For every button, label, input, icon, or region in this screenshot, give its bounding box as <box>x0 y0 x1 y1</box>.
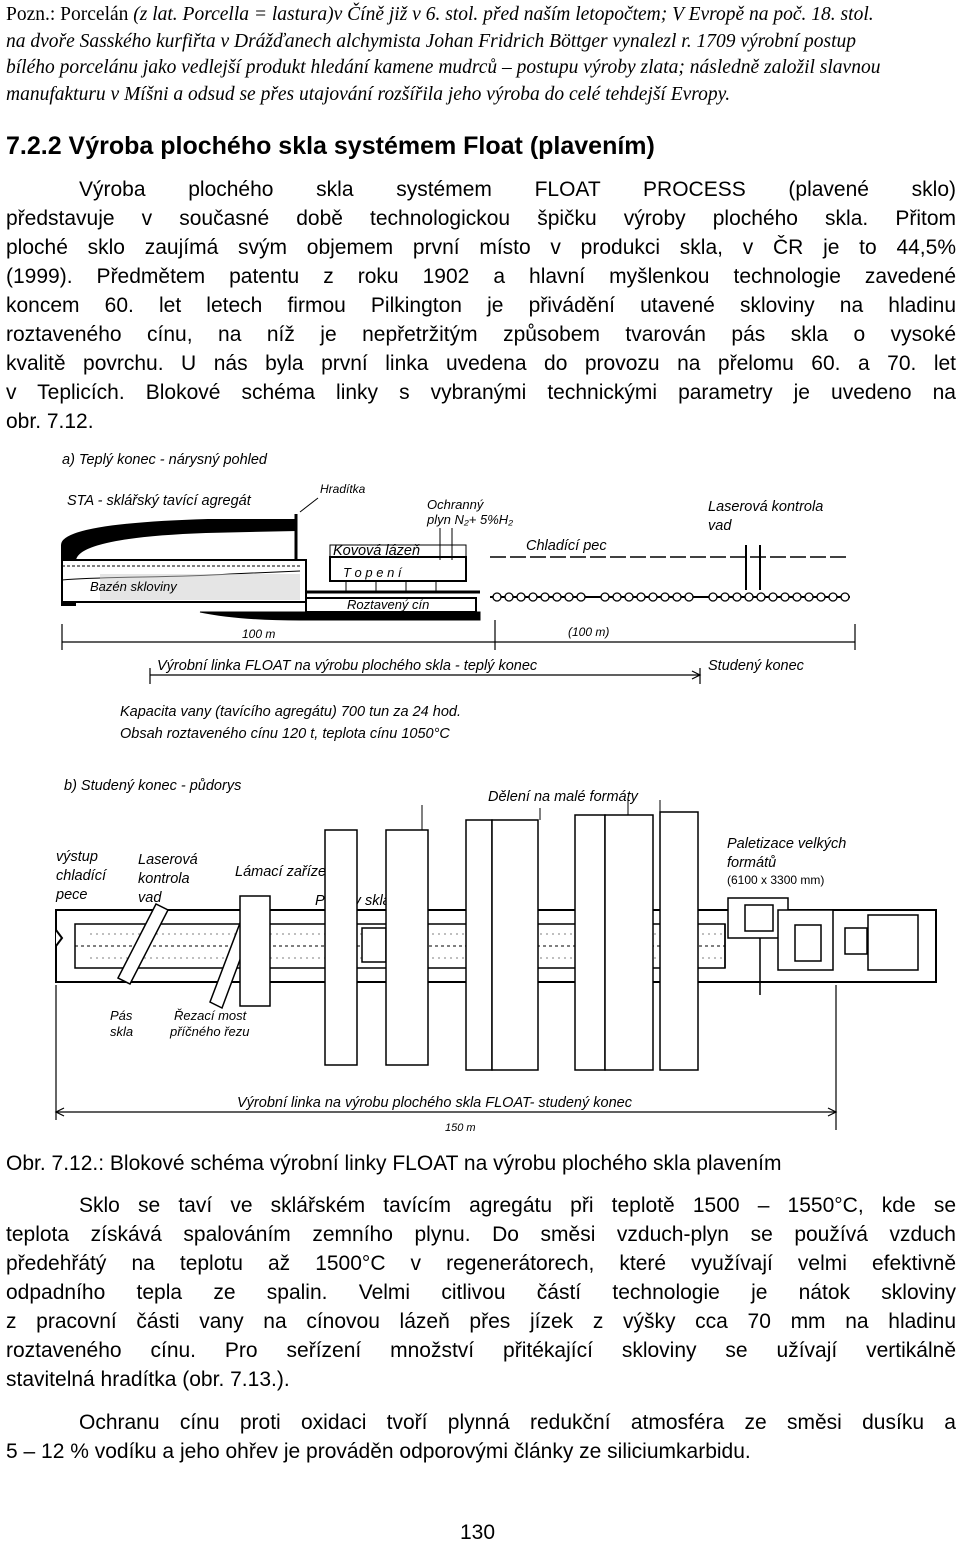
deleni-label: Dělení na malé formáty <box>488 789 639 805</box>
paragraph-line: (1999). Předmětem patentu z roku 1902 a … <box>6 265 956 288</box>
paragraph-line: předehřátý na teplotu až 1500°C v regene… <box>6 1252 956 1275</box>
len-100b-label: (100 m) <box>568 625 609 639</box>
obsah-label: Obsah roztaveného cínu 120 t, teplota cí… <box>120 726 450 742</box>
sta-label: STA - sklářský tavící agregát <box>67 493 252 509</box>
tin-bath <box>199 528 481 621</box>
furnace <box>61 497 319 606</box>
page-number: 130 <box>460 1521 496 1544</box>
topeni-label: T o p e n í <box>343 565 403 580</box>
paragraph-line: obr. 7.12. <box>6 410 94 433</box>
paragraph-line: koncem 60. let letech firmou Pilkington … <box>6 294 956 317</box>
paragraph-line: 5 – 12 % vodíku a jeho ohřev je prováděn… <box>6 1440 751 1463</box>
figure-caption: Obr. 7.12.: Blokové schéma výrobní linky… <box>6 1152 782 1175</box>
kovova-label: Kovová lázeň <box>333 543 420 559</box>
dimension-lines-a <box>61 620 856 684</box>
melting-paragraph: Sklo se taví ve sklářském tavícím agregá… <box>6 1191 956 1394</box>
rezaci-label-2: příčného řezu <box>169 1024 250 1039</box>
vystup-label-2: chladící <box>56 868 108 884</box>
line-b-label: Výrobní linka na výrobu plochého skla FL… <box>237 1095 633 1111</box>
studeny-label: Studený konec <box>708 658 805 674</box>
paragraph-line: představuje v současné době technologick… <box>6 207 956 230</box>
dimension-lines-b <box>54 985 838 1130</box>
vystup-label-3: pece <box>55 887 87 903</box>
laserova-label-3: vad <box>138 890 162 906</box>
section-heading: 7.2.2 Výroba plochého skla systémem Floa… <box>6 132 655 160</box>
kapacita-label: Kapacita vany (tavícího agregátu) 700 tu… <box>120 704 461 720</box>
ochranny-label-1: Ochranný <box>427 497 485 512</box>
chladici-label: Chladící pec <box>526 538 607 554</box>
note-lead: Pozn.: Porcelán <box>6 4 129 25</box>
paragraph-line: Ochranu cínu proti oxidaci tvoří plynná … <box>79 1411 956 1434</box>
note-line-4: manufakturu v Míšni a odsud se přes utaj… <box>6 83 731 105</box>
paragraph-line: odpadního tepla ze spalin. Velmi citlivo… <box>6 1281 956 1304</box>
paletizace-label-1: Paletizace velkých <box>727 836 846 852</box>
annealing-lehr <box>490 545 850 602</box>
laser-label-1: Laserová kontrola <box>708 499 823 515</box>
note-line-3: bílého porcelánu jako vedlejší produkt h… <box>6 57 881 78</box>
vystup-label-1: výstup <box>56 849 98 865</box>
hraditka-label: Hradítka <box>320 482 366 496</box>
paragraph-line: v Teplicích. Blokové schéma linky s vybr… <box>6 381 956 404</box>
paragraph-line: ploché sklo zaujímá svým objemem první m… <box>6 236 956 259</box>
ochranny-label-2: plyn N₂+ 5%H₂ <box>426 512 513 527</box>
line-a-label: Výrobní linka FLOAT na výrobu plochého s… <box>157 658 538 674</box>
part-b-title: b) Studený konec - půdorys <box>64 778 241 794</box>
paragraph-line: kvalitě povrchu. U nás byla první linka … <box>6 352 956 375</box>
laser-control <box>116 895 271 1010</box>
rezaci-label-1: Řezací most <box>174 1008 248 1023</box>
laserova-label-2: kontrola <box>138 871 190 887</box>
note-line-2: na dvoře Sasského kurfiřta v Drážďanech … <box>6 30 857 52</box>
pas-label-2: skla <box>110 1024 133 1039</box>
bazen-label: Bazén skloviny <box>90 579 178 594</box>
part-a-title: a) Teplý konec - nárysný pohled <box>62 452 268 468</box>
paragraph-line: roztaveného cínu. Pro seřízení množství … <box>6 1339 956 1362</box>
paragraph-line: z pracovní části vany na cínovou lázeň p… <box>6 1310 956 1333</box>
laserova-label-1: Laserová <box>138 852 198 868</box>
pas-label-1: Pás <box>110 1008 133 1023</box>
paragraph-line: Výroba plochého skla systémem FLOAT PROC… <box>79 178 956 201</box>
lamaci-label: Lámací zařízení <box>235 864 340 880</box>
paletizace-label-2: formátů <box>727 855 776 871</box>
laser-label-2: vad <box>708 518 732 534</box>
paragraph-line: teplota získává spalováním zemního plynu… <box>6 1223 956 1246</box>
cross-conveyors <box>324 800 919 1071</box>
roztaveny-label: Roztavený cín <box>347 597 429 612</box>
len-150-label: 150 m <box>445 1122 476 1134</box>
float-line-diagram: a) Teplý konec - nárysný pohled STA - sk… <box>54 452 937 1134</box>
protection-paragraph: Ochranu cínu proti oxidaci tvoří plynná … <box>6 1408 956 1466</box>
paletizace-label-3: (6100 x 3300 mm) <box>727 873 824 887</box>
note-line-1: Pozn.: Porcelán (z lat. Porcella = lastu… <box>6 4 874 25</box>
intro-paragraph: Výroba plochého skla systémem FLOAT PROC… <box>6 175 956 436</box>
len-100-label: 100 m <box>242 627 275 641</box>
paragraph-line: stavitelná hradítka (obr. 7.13.). <box>6 1368 290 1391</box>
porcelain-note: Pozn.: Porcelán (z lat. Porcella = lastu… <box>6 2 956 108</box>
paragraph-line: roztaveného cínu, na níž je nepřetržitým… <box>6 323 956 346</box>
paragraph-line: Sklo se taví ve sklářském tavícím agregá… <box>79 1194 956 1217</box>
